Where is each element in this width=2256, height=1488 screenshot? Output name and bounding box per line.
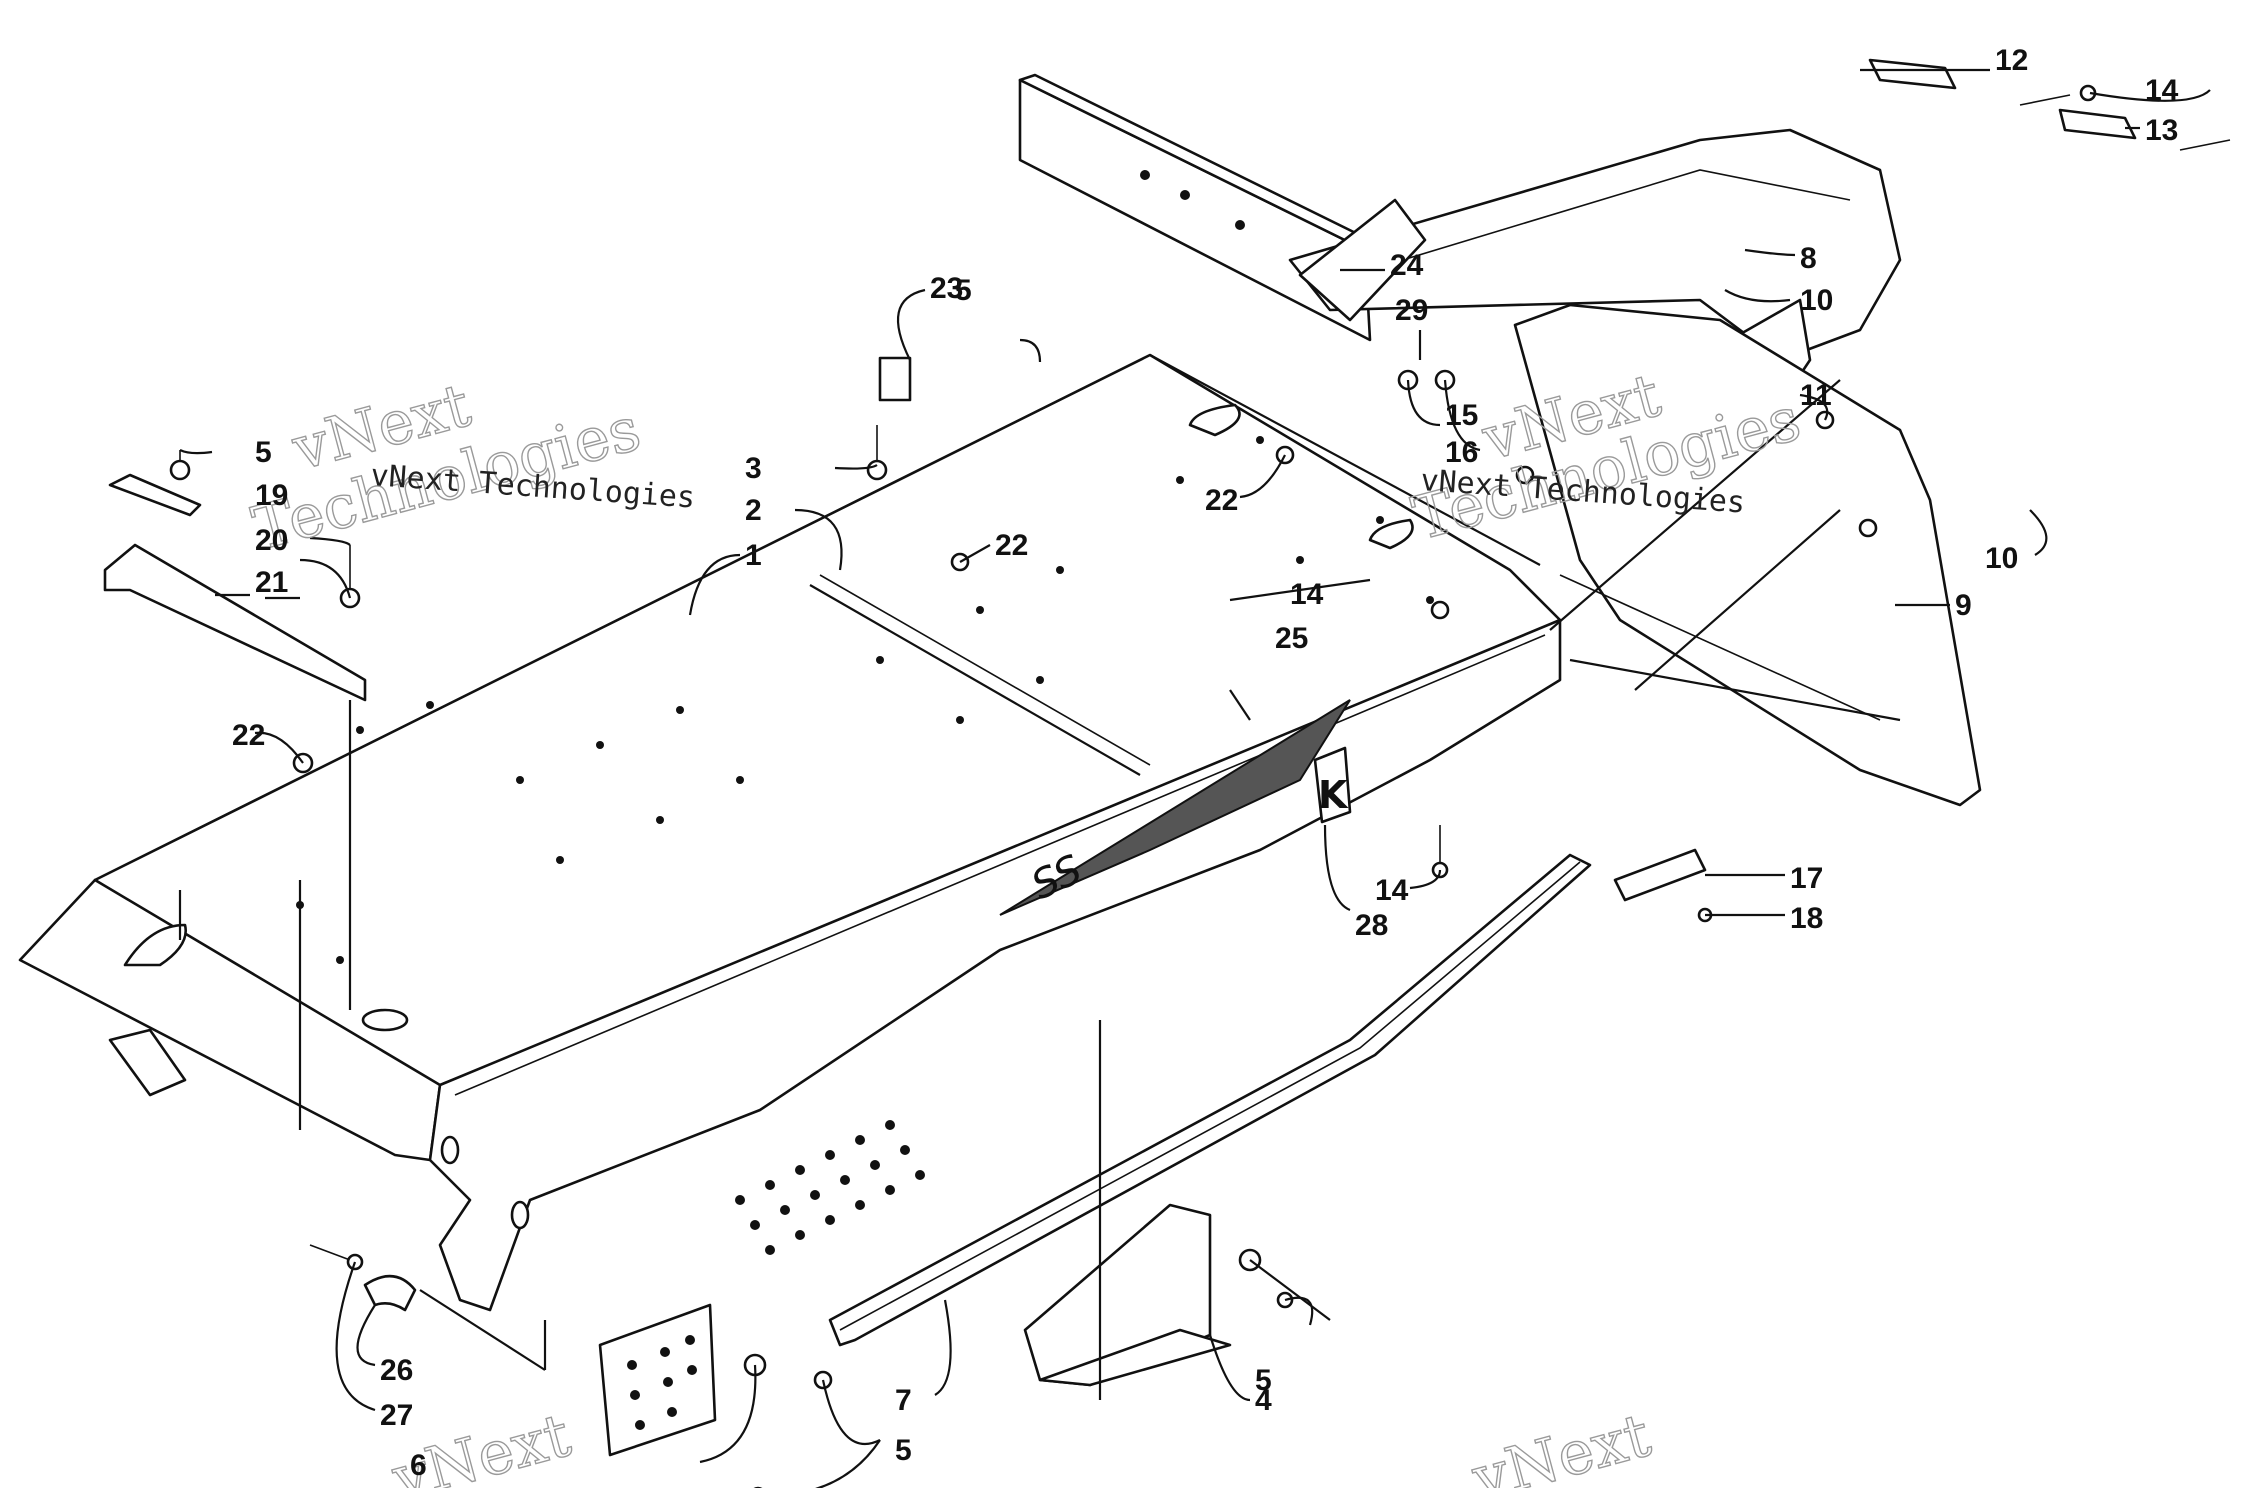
- callout-14-top: 14: [2145, 74, 2179, 107]
- callout-4: 4: [1255, 1384, 1272, 1417]
- callout-26: 26: [380, 1354, 413, 1387]
- angle-bracket: [1023, 1203, 1232, 1387]
- callout-14-bottom: 14: [1375, 874, 1409, 907]
- snow-flap: [1513, 303, 1982, 807]
- callout-29: 29: [1395, 294, 1428, 327]
- clamp-26: [363, 1274, 417, 1312]
- callout-5-top: 5: [955, 274, 972, 307]
- svg-text:K: K: [1318, 773, 1349, 817]
- callout-13: 13: [2145, 114, 2178, 147]
- callout-3: 3: [745, 452, 762, 485]
- callout-10-bottom: 10: [1985, 542, 2018, 575]
- callout-19: 19: [255, 479, 288, 512]
- callout-25: 25: [1275, 622, 1308, 655]
- tunnel-body: [18, 353, 1562, 1312]
- callout-22-mid: 22: [995, 529, 1028, 562]
- callout-21: 21: [255, 566, 288, 599]
- mount-plate: [598, 1303, 717, 1457]
- deck-rivet-holes: [296, 436, 1434, 964]
- reflector-12: [1868, 58, 1957, 90]
- badge-emblem: K: [1313, 746, 1352, 824]
- callout-2: 2: [745, 494, 762, 527]
- callout-5-left: 5: [255, 436, 272, 469]
- cross-brace: [103, 473, 367, 702]
- leader-lines: [178, 68, 2211, 1488]
- callout-9: 9: [1955, 589, 1972, 622]
- callout-17: 17: [1790, 862, 1823, 895]
- reflector-17: [1613, 848, 1707, 902]
- reflector-13: [2058, 108, 2137, 140]
- callout-23: 23: [930, 272, 963, 305]
- callout-22-top: 22: [1205, 484, 1238, 517]
- callout-12: 12: [1995, 44, 2028, 77]
- callout-5-right: 5: [1255, 1364, 1272, 1397]
- fasteners: [169, 84, 2231, 1488]
- side-vent-pattern: [440, 1120, 925, 1255]
- callout-16: 16: [1445, 436, 1478, 469]
- deck-slots: [123, 403, 1414, 1032]
- running-board-rail: [828, 853, 1592, 1347]
- callout-15: 15: [1445, 399, 1478, 432]
- callout-24: 24: [1390, 249, 1424, 282]
- callout-7: 7: [895, 1384, 912, 1417]
- callout-22-left: 22: [232, 719, 265, 752]
- watermark-primary-bottom-right: vNext: [1465, 1400, 1658, 1488]
- callout-18: 18: [1790, 902, 1823, 935]
- callout-10-top: 10: [1800, 284, 1833, 317]
- callout-1: 1: [745, 539, 762, 572]
- callout-labels: 1 2 3 4 5 5 5 5 6 7 8 9 10 10 11 12 13 1…: [232, 44, 2179, 1482]
- callout-6: 6: [410, 1449, 427, 1482]
- callout-20: 20: [255, 524, 288, 557]
- callout-14-mid: 14: [1290, 578, 1324, 611]
- callout-11: 11: [1800, 379, 1832, 412]
- callout-27: 27: [380, 1399, 413, 1432]
- callout-28: 28: [1355, 909, 1388, 942]
- callout-8: 8: [1800, 242, 1817, 275]
- decal-23: [878, 356, 912, 402]
- callout-5-bottom: 5: [895, 1434, 912, 1467]
